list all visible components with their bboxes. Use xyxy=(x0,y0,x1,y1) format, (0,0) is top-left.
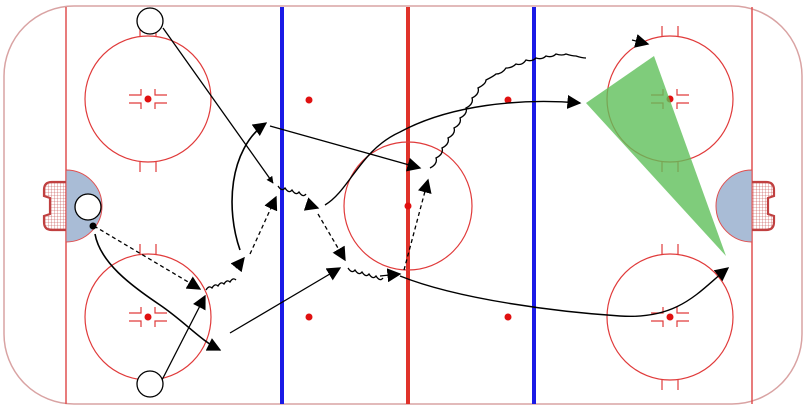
skate-path-top-across xyxy=(269,125,422,172)
net-left xyxy=(42,180,66,232)
drill-paths xyxy=(93,27,730,381)
shot-arrow-top xyxy=(631,34,650,48)
faceoff-circle-bottom-right xyxy=(606,244,734,390)
pass-path-3 xyxy=(249,195,278,255)
neutral-dot-bottom-left xyxy=(305,313,313,321)
skate-path-curve-up xyxy=(231,122,268,251)
net-right xyxy=(752,180,776,232)
skate-path-top-player xyxy=(162,27,274,184)
faceoff-circle-top-left xyxy=(84,26,212,172)
scoring-zone xyxy=(586,56,726,256)
pass-path-5 xyxy=(317,213,346,262)
center-circle xyxy=(343,141,473,271)
pass-path-6 xyxy=(379,268,402,283)
player-top-left[interactable] xyxy=(136,7,164,35)
crease-right xyxy=(715,169,753,243)
skate-path-bottom-across xyxy=(399,267,730,318)
neutral-dot-top-left xyxy=(305,96,313,104)
puck-carry-long xyxy=(429,53,587,169)
puck-carry-1 xyxy=(205,278,237,291)
player-bottom-left[interactable] xyxy=(136,370,164,398)
skate-path-bottom-player xyxy=(161,294,206,381)
puck-carry-2 xyxy=(277,185,307,197)
pass-path-4 xyxy=(303,197,320,211)
neutral-dot-top-right xyxy=(504,96,512,104)
neutral-dot-bottom-right xyxy=(504,313,512,321)
pass-path-2 xyxy=(230,256,245,273)
skate-path-center-to-right xyxy=(324,94,582,206)
pass-path-7 xyxy=(403,178,432,271)
puck-carry-3 xyxy=(347,267,384,281)
skate-path-bottom-to-neutral xyxy=(229,267,342,334)
skate-path-net-player xyxy=(94,233,222,351)
puck[interactable] xyxy=(89,222,97,230)
player-net-left[interactable] xyxy=(74,193,102,221)
